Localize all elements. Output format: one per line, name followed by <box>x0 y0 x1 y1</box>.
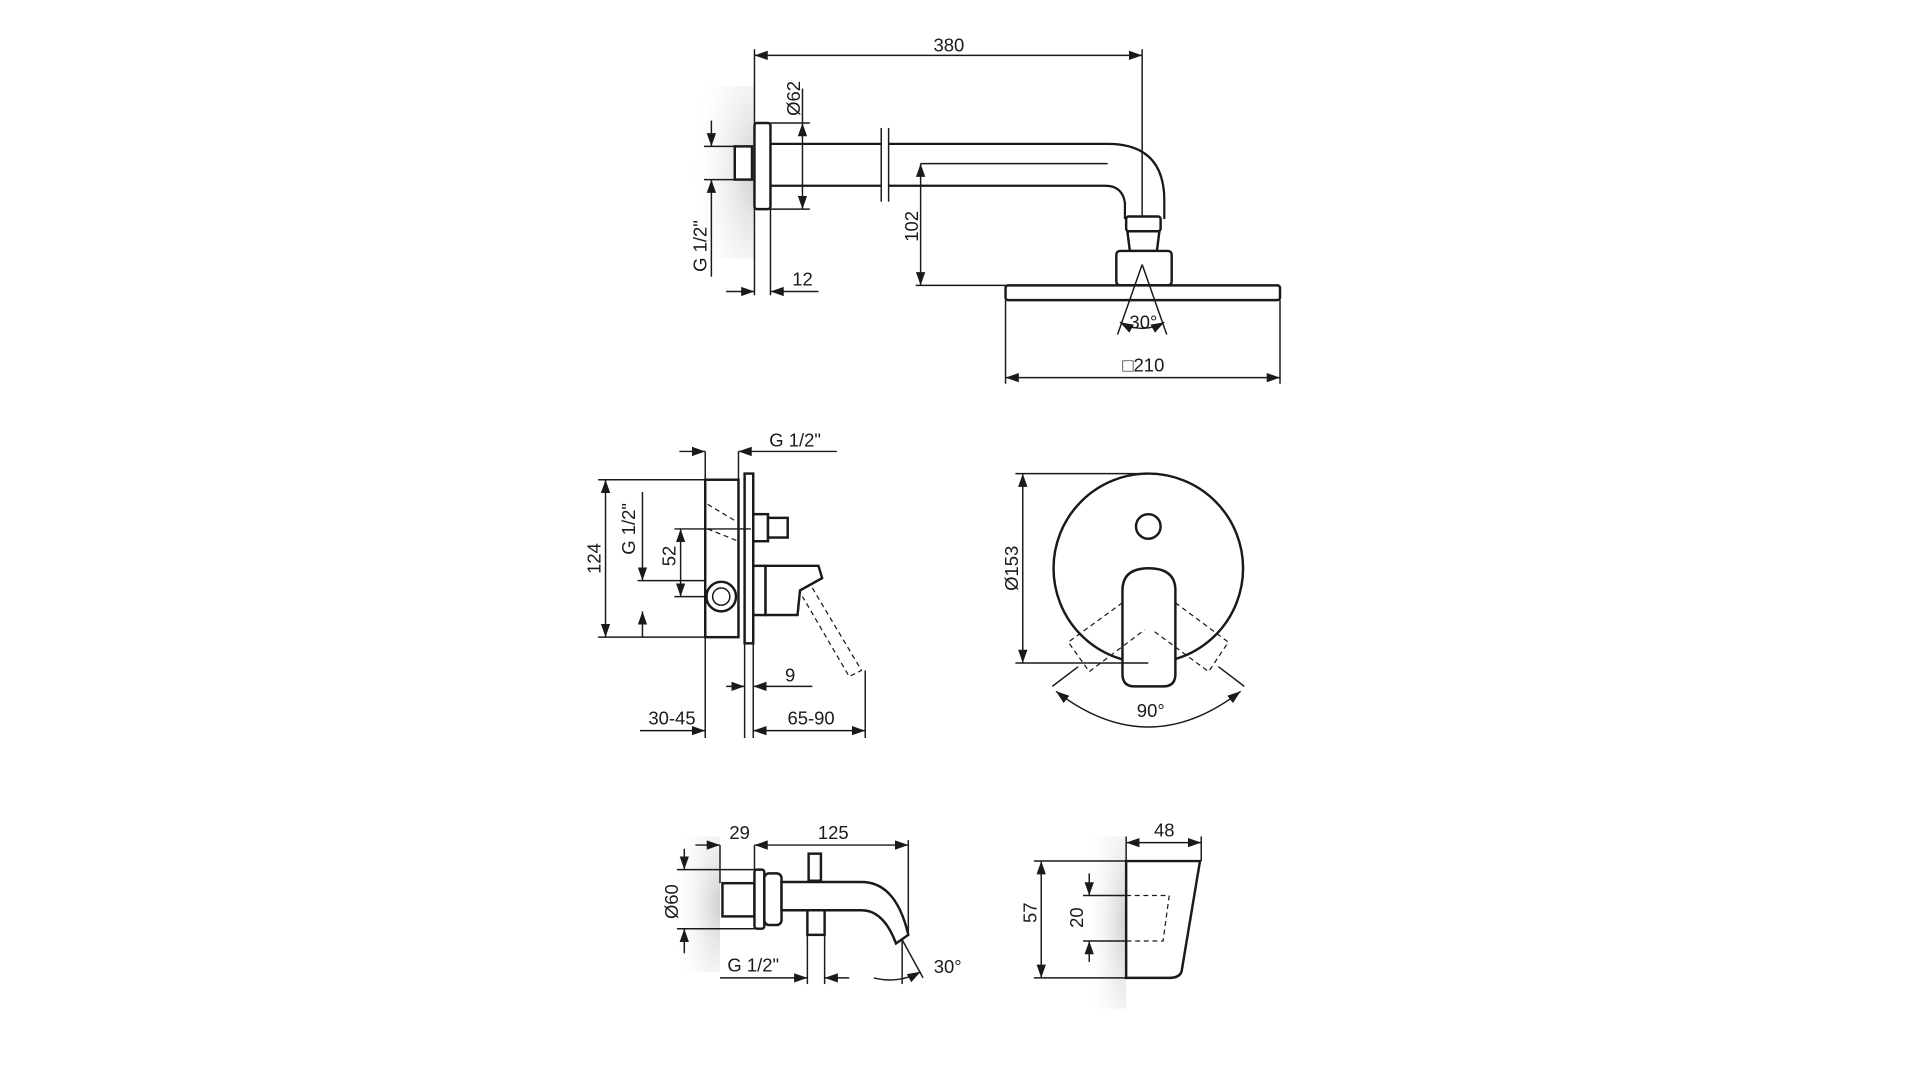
shower-head-plate <box>1004 284 1282 302</box>
outlet-port <box>705 580 738 613</box>
spout-front-view: 48 57 20 <box>1019 819 1202 980</box>
spout-height-label: 57 <box>1019 902 1040 923</box>
wall-shadow <box>670 836 720 972</box>
shower-arm <box>770 142 1166 219</box>
drop-label: 102 <box>901 211 922 242</box>
diverter-button <box>766 516 789 539</box>
outlet-size-label: 20 <box>1066 907 1087 928</box>
projection-label: 65-90 <box>787 708 834 729</box>
plate-diameter-label: Ø153 <box>1001 546 1022 591</box>
mixer-handle <box>764 564 824 617</box>
spout-collar <box>763 872 783 927</box>
valve-body <box>704 478 740 639</box>
diverter-knob <box>807 852 823 882</box>
spray-angle-label: 30° <box>1129 311 1157 332</box>
mixer-front-view: Ø153 90° <box>1001 472 1245 728</box>
spout-inlet <box>721 881 756 918</box>
spout-angle-label: 30° <box>934 956 962 977</box>
wall-shadow <box>1083 836 1127 1009</box>
spout-thread-label: G 1/2" <box>727 955 779 976</box>
wall-flange <box>753 121 772 211</box>
arm-connector <box>1124 215 1162 233</box>
height-label: 124 <box>584 543 605 574</box>
spout-body <box>780 880 910 946</box>
cover-plate <box>743 472 755 645</box>
thread-label: G 1/2" <box>618 503 639 555</box>
spout-length-label: 125 <box>818 822 849 843</box>
shower-arm-view: 380 Ø62 G 1/2" 12 102 30° <box>689 35 1282 384</box>
diverter-button <box>1134 512 1162 541</box>
handle-rotation-label: 90° <box>1137 700 1165 721</box>
embed-depth-label: 30-45 <box>648 708 695 729</box>
spout-diameter-label: Ø60 <box>661 884 682 919</box>
inlet-nipple <box>733 145 754 181</box>
spout-front-body <box>1124 859 1202 980</box>
spout-width-label: 48 <box>1154 819 1175 840</box>
length-label: 380 <box>934 35 965 56</box>
spout-side-view: 29 125 Ø60 G 1/2" 30° <box>661 822 962 985</box>
flange-diameter-label: Ø62 <box>783 81 804 116</box>
mixer-side-view: G 1/2" 124 G 1/2" 52 9 30-45 65-90 <box>584 430 866 739</box>
flange-depth-label: 12 <box>792 268 813 289</box>
outlet-spacing-label: 52 <box>659 546 680 567</box>
wall-offset-label: 29 <box>729 822 750 843</box>
plate-thickness-label: 9 <box>785 664 795 685</box>
top-thread-label: G 1/2" <box>769 430 821 451</box>
head-size-label: □210 <box>1122 354 1164 375</box>
thread-label: G 1/2" <box>689 220 710 272</box>
mixer-handle-front <box>1121 567 1177 688</box>
